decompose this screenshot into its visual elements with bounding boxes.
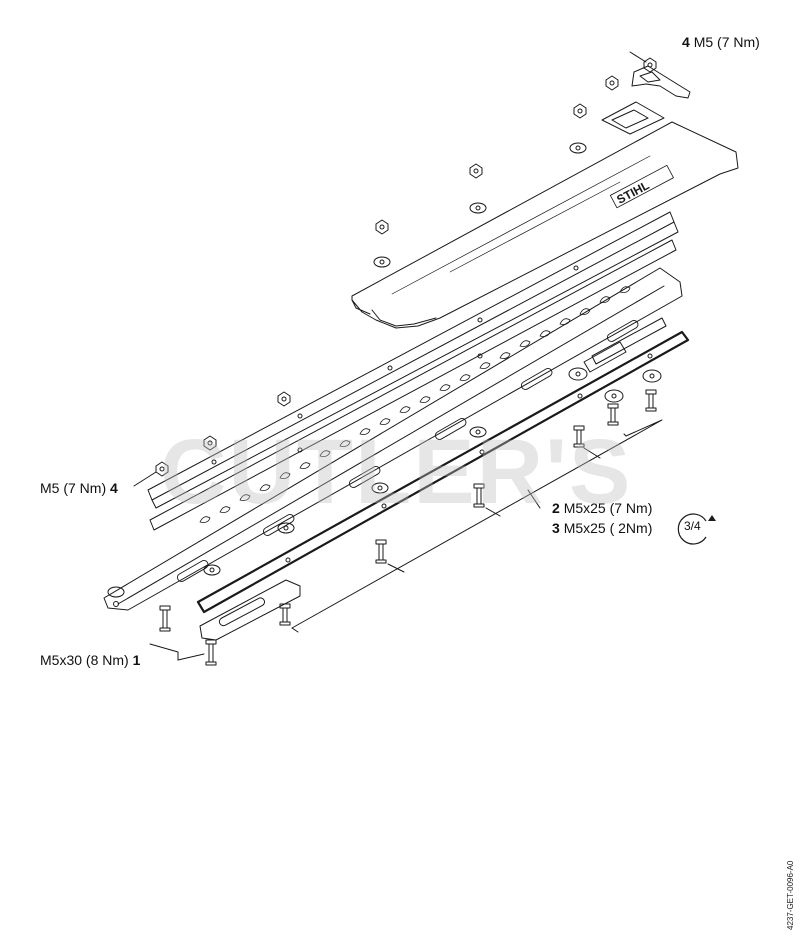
cutting-blade [103, 267, 683, 611]
callout-4-left: M5 (7 Nm) 4 [40, 480, 118, 496]
callout-1: M5x30 (8 Nm) 1 [40, 652, 140, 668]
upper-cover-strip [147, 211, 679, 509]
callout-text: M5x30 (8 Nm) [40, 652, 129, 668]
screws [159, 389, 657, 666]
callout-number: 2 [552, 500, 560, 516]
callout-number: 1 [132, 652, 141, 668]
callout-text: M5x25 ( 2Nm) [563, 520, 653, 536]
slotted-plate [199, 579, 301, 641]
svg-text:STIHL: STIHL [614, 178, 651, 207]
callout-number: 4 [682, 34, 690, 50]
spacer-strip [149, 239, 677, 531]
callout-number: 3 [552, 520, 560, 536]
callout-text: M5 (7 Nm) [693, 34, 760, 50]
callout-4-top: 4 M5 (7 Nm) [682, 34, 760, 50]
document-id: 4237-GET-0096-A0 [786, 860, 795, 930]
leader-lines [133, 51, 663, 661]
rotation-arrow-icon [677, 513, 716, 545]
turn-fraction: 3/4 [684, 519, 701, 533]
washers [107, 367, 662, 598]
top-bracket [601, 65, 691, 135]
nut-top [373, 57, 657, 268]
callout-text: M5 (7 Nm) [40, 480, 107, 496]
callout-number: 4 [110, 480, 118, 496]
watermark: CUTLER'S [160, 421, 633, 523]
callout-text: M5x25 (7 Nm) [563, 500, 653, 516]
callout-3: 3 M5x25 ( 2Nm) [552, 520, 652, 536]
gear-bar [196, 330, 690, 614]
callout-2: 2 M5x25 (7 Nm) [552, 500, 652, 516]
short-strip [583, 317, 667, 373]
